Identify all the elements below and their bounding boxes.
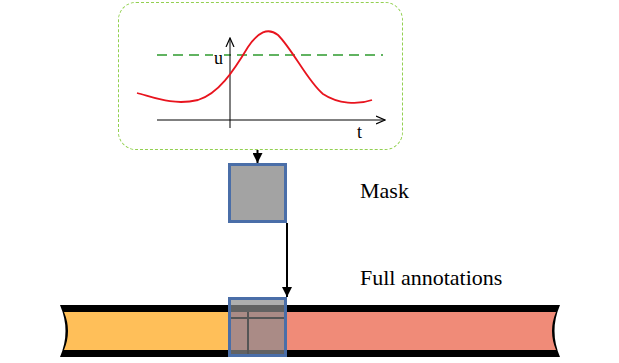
x-axis — [157, 120, 385, 121]
signal-plot — [137, 31, 385, 128]
axis-label: u — [213, 49, 224, 69]
annotation-band: Full annotations — [60, 297, 560, 359]
annotation-band — [60, 299, 560, 358]
y-axis — [230, 38, 231, 128]
plot-panel: ut — [118, 2, 403, 150]
node-label: Mask — [360, 179, 409, 203]
arrow-connector — [257, 150, 259, 163]
threshold-line — [157, 54, 383, 56]
axis-label: t — [357, 123, 362, 143]
mask-overlay — [230, 299, 286, 356]
node-label: Full annotations — [360, 266, 502, 290]
arrow-connector — [286, 223, 288, 297]
signal-curve — [137, 31, 372, 103]
mask-box: Mask — [228, 163, 287, 223]
